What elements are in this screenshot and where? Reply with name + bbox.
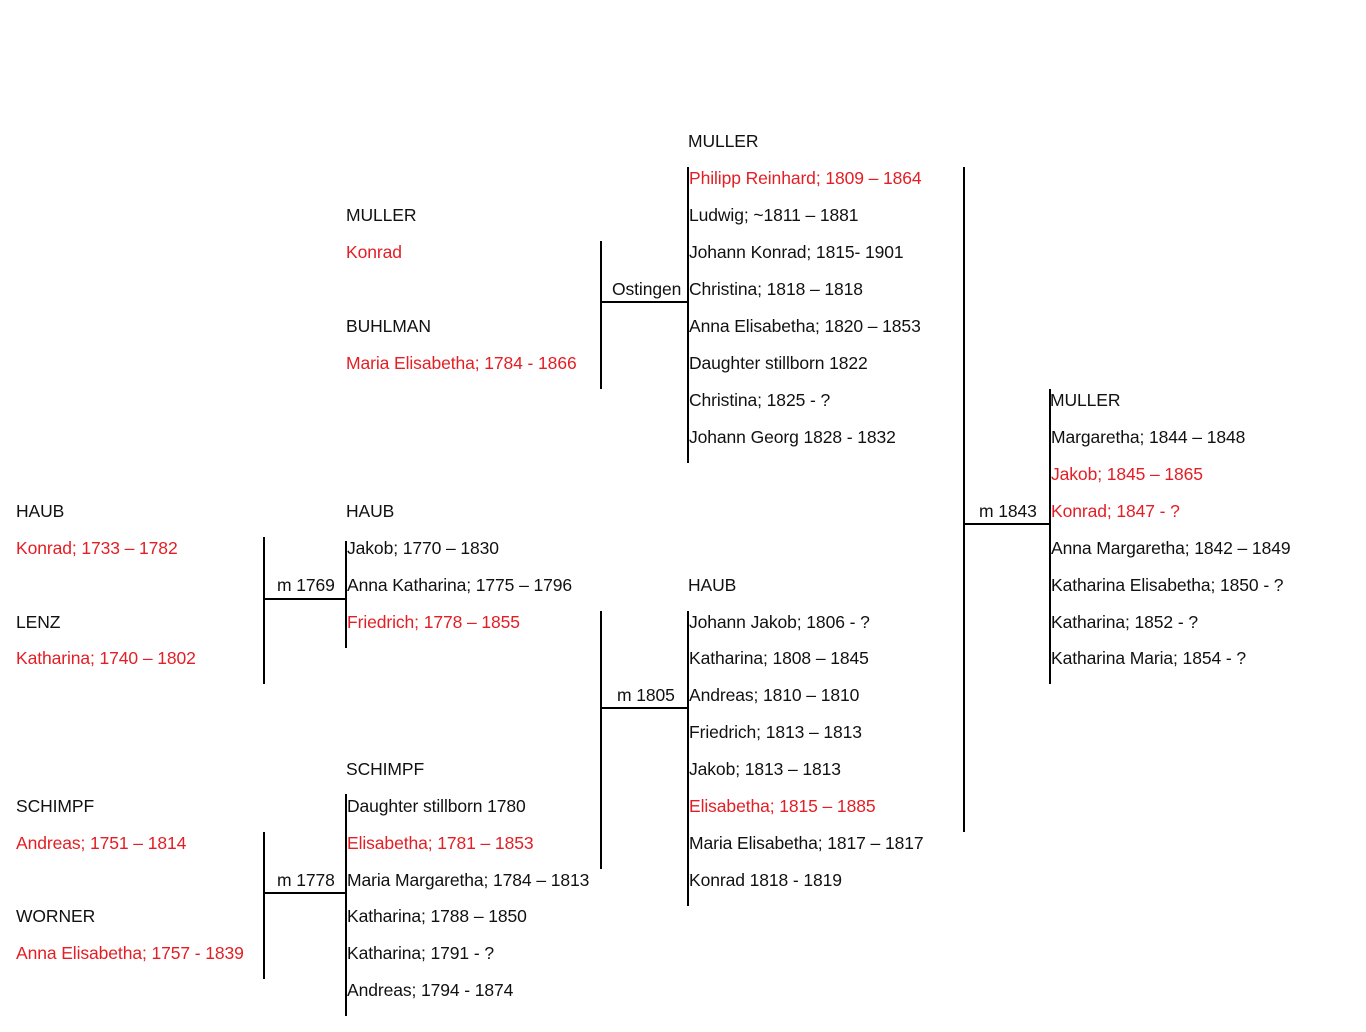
child-entry: Jakob; 1770 – 1830 <box>347 538 499 558</box>
bracket-m1778-horizontal <box>263 892 346 894</box>
children-muller-line <box>687 167 689 463</box>
child-entry: Christina; 1825 - ? <box>689 390 831 410</box>
child-entry: Katharina; 1791 - ? <box>347 943 494 963</box>
child-entry: Daughter stillborn 1822 <box>689 353 868 373</box>
surname-muller: MULLER <box>346 205 417 225</box>
person-andreas-schimpf: Andreas; 1751 – 1814 <box>16 833 187 853</box>
marriage-label-1805: m 1805 <box>617 685 675 705</box>
bracket-m1843-vertical <box>963 167 965 832</box>
marriage-label-1843: m 1843 <box>979 501 1037 521</box>
child-entry: Katharina; 1852 - ? <box>1051 612 1198 632</box>
bracket-m1778-vertical <box>263 832 265 979</box>
child-entry: Katharina Elisabetha; 1850 - ? <box>1051 575 1284 595</box>
child-entry: Johann Konrad; 1815- 1901 <box>689 242 904 262</box>
surname-buhlman: BUHLMAN <box>346 316 431 336</box>
child-entry: Anna Elisabetha; 1820 – 1853 <box>689 316 921 336</box>
surname-haub: HAUB <box>16 501 65 521</box>
children-schimpf-line <box>345 794 347 1016</box>
surname-schimpf: SCHIMPF <box>16 796 95 816</box>
child-entry: Katharina Maria; 1854 - ? <box>1051 648 1246 668</box>
children-haub-1805-line <box>687 611 689 906</box>
surname-haub: HAUB <box>688 575 737 595</box>
surname-worner: WORNER <box>16 906 96 926</box>
surname-lenz: LENZ <box>16 612 61 632</box>
child-entry: Katharina; 1808 – 1845 <box>689 648 869 668</box>
bracket-ostingen-horizontal <box>600 301 688 303</box>
child-entry: Maria Margaretha; 1784 – 1813 <box>347 870 590 890</box>
child-entry-direct-line: Elisabetha; 1781 – 1853 <box>347 833 534 853</box>
person-katharina-lenz: Katharina; 1740 – 1802 <box>16 648 196 668</box>
bracket-m1805-horizontal <box>600 707 688 709</box>
child-entry: Margaretha; 1844 – 1848 <box>1051 427 1246 447</box>
child-entry: Johann Jakob; 1806 - ? <box>689 612 870 632</box>
child-entry: Friedrich; 1813 – 1813 <box>689 722 862 742</box>
bracket-ostingen-vertical <box>600 241 602 389</box>
marriage-label-1778: m 1778 <box>277 870 335 890</box>
child-entry: Johann Georg 1828 - 1832 <box>689 427 896 447</box>
child-entry: Ludwig; ~1811 – 1881 <box>689 205 859 225</box>
child-entry-direct-line: Friedrich; 1778 – 1855 <box>347 612 520 632</box>
child-entry-direct-line: Jakob; 1845 – 1865 <box>1051 464 1203 484</box>
children-muller-1843-line <box>1049 389 1051 684</box>
child-entry: Andreas; 1810 – 1810 <box>689 685 860 705</box>
child-entry: Jakob; 1813 – 1813 <box>689 759 841 779</box>
child-entry-direct-line: Philipp Reinhard; 1809 – 1864 <box>689 168 922 188</box>
person-konrad-haub: Konrad; 1733 – 1782 <box>16 538 178 558</box>
child-entry: Andreas; 1794 - 1874 <box>347 980 514 1000</box>
child-entry: Maria Elisabetha; 1817 – 1817 <box>689 833 924 853</box>
marriage-label-1769: m 1769 <box>277 575 335 595</box>
child-entry: Katharina; 1788 – 1850 <box>347 906 527 926</box>
children-haub-1769-line <box>345 541 347 648</box>
person-konrad-muller: Konrad <box>346 242 402 262</box>
child-entry: Anna Margaretha; 1842 – 1849 <box>1051 538 1291 558</box>
surname-muller: MULLER <box>688 131 759 151</box>
person-anna-elisabetha-worner: Anna Elisabetha; 1757 - 1839 <box>16 943 244 963</box>
child-entry: Konrad 1818 - 1819 <box>689 870 842 890</box>
bracket-m1805-vertical <box>600 611 602 869</box>
surname-muller: MULLER <box>1050 390 1121 410</box>
child-entry-direct-line: Konrad; 1847 - ? <box>1051 501 1180 521</box>
bracket-m1843-horizontal <box>963 523 1051 525</box>
surname-haub: HAUB <box>346 501 395 521</box>
marriage-label-ostingen: Ostingen <box>612 279 682 299</box>
child-entry-direct-line: Elisabetha; 1815 – 1885 <box>689 796 876 816</box>
child-entry: Anna Katharina; 1775 – 1796 <box>347 575 572 595</box>
person-maria-elisabetha-buhlman: Maria Elisabetha; 1784 - 1866 <box>346 353 577 373</box>
child-entry: Christina; 1818 – 1818 <box>689 279 863 299</box>
bracket-m1769-vertical <box>263 537 265 684</box>
child-entry: Daughter stillborn 1780 <box>347 796 526 816</box>
surname-schimpf: SCHIMPF <box>346 759 425 779</box>
bracket-m1769-horizontal <box>263 598 346 600</box>
